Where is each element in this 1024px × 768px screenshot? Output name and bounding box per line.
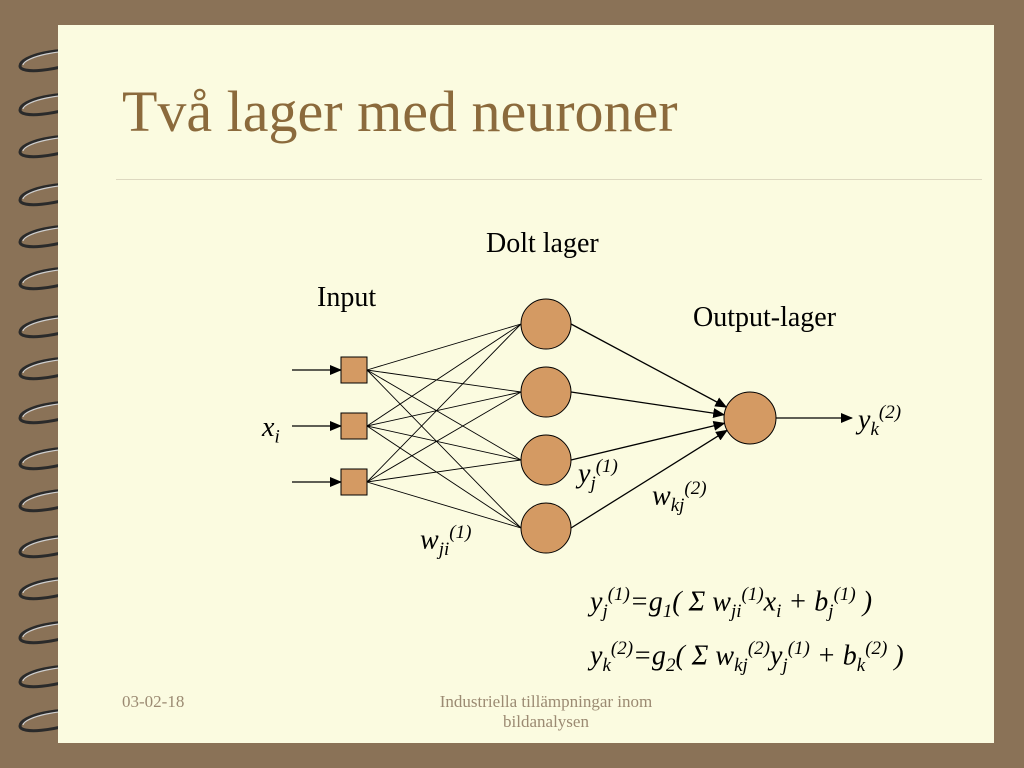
x-subscript: i [274,426,280,448]
eq2-y-sup: (1) [787,638,810,659]
eq1-x: x [763,586,777,618]
output-var-yk: yk(2) [858,402,901,441]
weight-edge-hid3-out1 [570,420,726,461]
wji-superscript: (1) [449,522,472,543]
yk-superscript: (2) [878,402,902,423]
eq2-fn: =g [633,640,666,672]
eq1-lhs-sub: j [602,600,608,622]
weight-var-wkj: wkj(2) [652,478,707,517]
eq2-open: ( Σ [675,640,716,672]
input-node-3 [340,468,368,496]
weight-edge-hid4-out1 [570,429,728,529]
weight-edge-in1-hid1 [366,323,522,371]
input-node-2 [340,412,368,440]
eq2-b: + b [809,640,857,672]
input-layer-label: Input [317,282,377,313]
weight-edge-hid2-out1 [570,391,726,419]
equation-hidden-layer: yj(1)=g1( Σ wji(1)xi + bj(1) ) [590,584,872,623]
yj-subscript: j [590,472,596,494]
yj-superscript: (1) [595,456,618,477]
hidden-layer-label: Dolt lager [486,228,599,259]
eq1-open: ( Σ [672,586,713,618]
w-symbol: w [420,524,439,556]
eq1-lhs-sup: (1) [607,584,630,605]
title-divider [116,179,982,180]
footer-course-title: Industriella tillämpningar inom bildanal… [400,692,692,732]
eq2-y: y [769,640,783,672]
weight-edge-in2-hid3 [366,425,522,461]
eq2-fn-sub: 2 [665,654,676,676]
yk-subscript: k [870,418,879,440]
eq2-w-sub: kj [734,654,748,676]
eq1-w-sub: ji [730,600,742,622]
x-symbol: x [262,412,275,443]
eq1-close: ) [855,586,873,618]
weight-edge-in1-hid2 [366,369,522,393]
eq1-fn-sub: 1 [662,600,673,622]
weight-edge-in2-hid4 [366,425,522,529]
eq2-lhs-sub: k [602,654,611,676]
weight-edge-in1-hid4 [366,369,522,529]
eq1-lhs: y [590,586,603,618]
weight-edge-in3-hid2 [366,391,522,483]
footer-line-2: bildanalysen [503,712,589,731]
eq1-w-sup: (1) [741,584,764,605]
hidden-var-yj: yj(1) [578,456,618,495]
weight-edge-hid1-out1 [570,323,728,408]
eq2-w-sup: (2) [747,638,770,659]
eq2-b-sup: (2) [865,638,888,659]
input-var-xi: xi [262,412,280,449]
weight-edge-in2-hid2 [366,391,522,427]
eq2-close: ) [887,640,904,672]
eq2-b-sub: k [856,654,866,676]
hidden-neuron-2 [520,366,572,418]
weight-edge-in3-hid1 [366,323,522,483]
output-layer-label: Output-lager [693,302,837,333]
wji-subscript: ji [438,538,450,560]
footer-line-1: Industriella tillämpningar inom [439,692,653,711]
hidden-neuron-4 [520,502,572,554]
y-symbol: y [578,458,591,490]
weight-edge-in3-hid3 [366,459,522,483]
weight-edge-in2-hid1 [366,323,522,427]
wkj-superscript: (2) [684,478,707,499]
eq1-w: w [712,586,731,618]
eq1-x-sub: i [776,600,782,622]
eq1-b: + b [781,586,829,618]
eq1-fn: =g [629,586,663,618]
slide-title: Två lager med neuroner [122,79,678,144]
eq2-lhs: y [590,640,603,672]
equation-output-layer: yk(2)=g2( Σ wkj(2)yj(1) + bk(2) ) [590,638,904,677]
output-neuron-1 [723,391,777,445]
weight-var-wji: wji(1) [420,522,471,561]
w-symbol: w [652,480,671,512]
eq1-b-sub: j [828,600,834,622]
input-node-1 [340,356,368,384]
eq1-b-sup: (1) [833,584,856,605]
weight-edge-in3-hid4 [366,481,522,529]
eq2-w: w [715,640,735,672]
weight-edge-in1-hid3 [366,369,522,461]
eq2-lhs-sup: (2) [610,638,634,659]
y-symbol: y [858,404,871,436]
wkj-subscript: kj [670,494,685,516]
hidden-neuron-3 [520,434,572,486]
eq2-y-sub: j [782,654,788,676]
footer-date: 03-02-18 [122,692,185,711]
hidden-neuron-1 [520,298,572,350]
